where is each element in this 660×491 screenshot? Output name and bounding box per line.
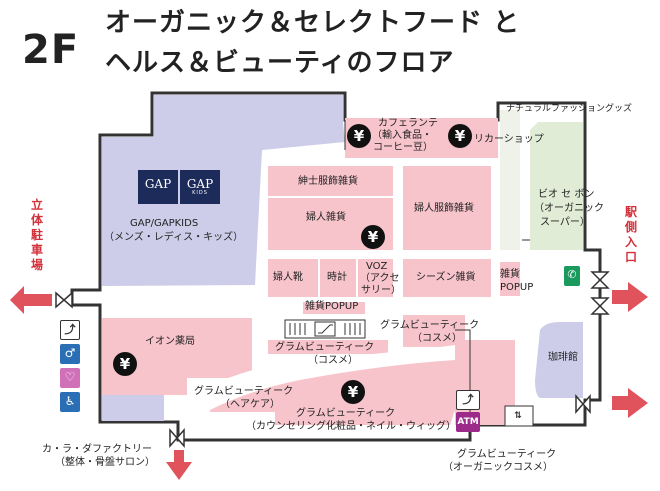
store-karada-sub: （整体・骨盤サロン） [55, 457, 155, 468]
walkway [188, 345, 455, 410]
floor-label: 2F [22, 27, 80, 73]
stairs-icon[interactable]: ⤴ [456, 390, 480, 410]
door-icon-bottom [169, 428, 185, 448]
phone-icon[interactable]: ✆ [564, 266, 580, 286]
station-arrow [612, 282, 648, 312]
store-gents[interactable]: 紳士服飾雑貨 [298, 176, 358, 187]
store-glam-organic[interactable]: グラムビューティーク [457, 449, 557, 460]
yen-icon[interactable]: ¥ [347, 124, 371, 148]
station-exit-label[interactable]: 駅側入口 [624, 205, 637, 264]
store-gap-sub: （メンズ・レディス・キッズ） [104, 232, 244, 243]
gap-area [102, 95, 345, 286]
center-popup-area [303, 302, 365, 314]
store-aeon[interactable]: イオン薬局 [145, 336, 195, 347]
toilet-icon[interactable]: ♂ [60, 344, 80, 364]
store-glam-counsel-sub: （カウンセリング化粧品・ネイル・ウィッグ） [246, 421, 456, 432]
elevator-icon[interactable]: ⇅ [507, 409, 529, 423]
store-cafe[interactable]: カフェランテ [378, 118, 438, 129]
store-voz-sub2: サリー） [361, 285, 401, 296]
store-karada[interactable]: カ・ラ・ダファクトリー [42, 444, 152, 455]
store-glam-cosme1-sub: （コスメ） [412, 333, 462, 344]
natural-area [500, 110, 520, 250]
yen-icon[interactable]: ¥ [448, 124, 472, 148]
coffee-area [535, 322, 583, 398]
store-bio-sub2: スーパー） [540, 217, 590, 228]
store-zakka-popup[interactable]: 雑貨 [500, 269, 520, 280]
store-glam-hair[interactable]: グラムビューティーク [194, 386, 294, 397]
parking-arrow [10, 286, 52, 314]
store-voz[interactable]: VOZ [366, 261, 388, 272]
store-glam-cosme2-sub: （コスメ） [308, 355, 358, 366]
watch-area [320, 259, 356, 297]
glam-counsel-area [210, 350, 455, 425]
store-shoes[interactable]: 婦人靴 [273, 272, 303, 283]
gap-logo: GAP [138, 170, 178, 204]
yen-icon[interactable]: ¥ [341, 380, 365, 404]
yen-icon[interactable]: ¥ [113, 352, 137, 376]
shoes-area [268, 259, 318, 297]
store-cafe-sub2: コーヒー豆） [373, 142, 433, 153]
glam-cosme1-area [403, 315, 465, 347]
right-lower-arrow [612, 388, 648, 418]
bio-area [530, 122, 583, 250]
store-liquor[interactable]: リカーショップ [474, 134, 544, 145]
karada-area [102, 395, 164, 421]
parking-exit-label[interactable]: 立体駐車場 [30, 198, 43, 272]
natural-divider [520, 120, 540, 140]
store-ladies-fashion[interactable]: 婦人服飾雑貨 [414, 203, 474, 214]
bottom-arrow [166, 450, 192, 480]
store-glam-cosme1[interactable]: グラムビューティーク [380, 320, 480, 331]
door-icon-left [55, 291, 73, 309]
gents-area [268, 166, 393, 196]
season-area [403, 259, 491, 297]
atm-icon[interactable]: ATM [456, 412, 480, 432]
store-bio-sub1: （オーガニック [534, 203, 604, 214]
glam-cosme2-area [268, 340, 388, 354]
store-glam-hair-sub: （ヘアケア） [220, 399, 280, 410]
store-glam-counsel[interactable]: グラムビューティーク [296, 408, 396, 419]
store-natural[interactable]: ナチュラルファッショングッズ [506, 104, 633, 114]
yen-icon[interactable]: ¥ [361, 225, 385, 249]
store-watch[interactable]: 時計 [327, 272, 347, 283]
store-cafe-sub1: （輸入食品・ [372, 130, 432, 141]
store-glam-cosme2[interactable]: グラムビューティーク [275, 342, 375, 353]
accessible-toilet-icon[interactable]: ♿ [60, 392, 80, 412]
store-zakka-popup-sub: POPUP [500, 282, 534, 293]
gapkids-logo: GAP KIDS [180, 170, 220, 204]
store-season[interactable]: シーズン雑貨 [416, 272, 476, 283]
store-gap[interactable]: GAP/GAPKIDS [130, 218, 199, 229]
zakka-popup-area [500, 262, 520, 296]
escalator-icon[interactable]: ⤴ [60, 320, 80, 340]
nursing-room-icon[interactable]: ♡ [60, 368, 80, 388]
store-bio[interactable]: ビオ セ ボン [538, 189, 595, 200]
store-ladies-goods[interactable]: 婦人雑貨 [306, 212, 346, 223]
page-title-line1: オーガニック＆セレクトフード と [105, 8, 521, 38]
voz-area [358, 259, 393, 297]
door-icon-right1 [590, 271, 610, 289]
store-glam-organic-sub: （オーガニックコスメ） [443, 462, 553, 473]
page-title-line2: ヘルス＆ビューティのフロア [105, 48, 455, 78]
escalator-icon [284, 319, 366, 339]
store-coffee[interactable]: 珈琲館 [548, 352, 578, 363]
door-icon-right2 [590, 297, 610, 315]
ladies-fashion-area [403, 166, 491, 250]
store-voz-sub1: （アクセ [360, 273, 400, 284]
door-icon-right3 [575, 394, 591, 414]
store-center-popup[interactable]: 雑貨POPUP [305, 301, 359, 312]
aeon-lower [102, 378, 187, 395]
